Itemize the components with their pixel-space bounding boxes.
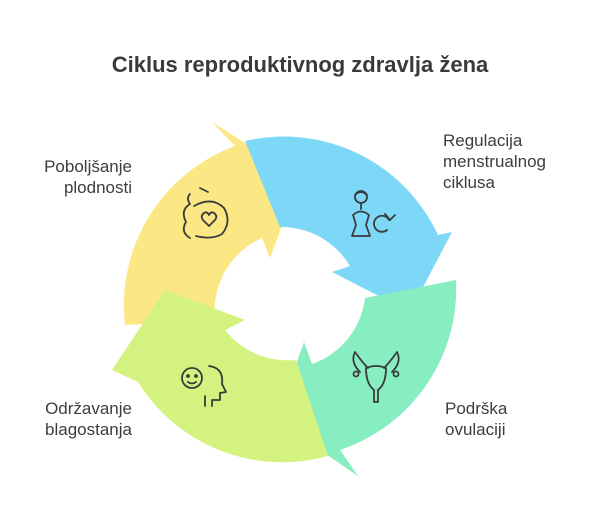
segment-wellbeing	[112, 290, 328, 463]
stage-label-ovulation: Podrška ovulaciji	[445, 399, 508, 439]
stage-label-fertility: Poboljšanje plodnosti	[44, 157, 132, 197]
smiling-head-icon	[181, 365, 227, 407]
woman-cycle-icon	[351, 190, 396, 237]
diagram-title: Ciklus reproduktivnog zdravlja žena	[111, 52, 489, 77]
pregnant-heart-icon	[182, 187, 229, 239]
stage-label-wellbeing: Održavanje blagostanja	[45, 399, 132, 439]
stage-label-regulation: Regulacija menstrualnog ciklusa	[443, 131, 547, 192]
uterus-icon	[352, 351, 400, 403]
segment-regulation	[245, 136, 452, 312]
